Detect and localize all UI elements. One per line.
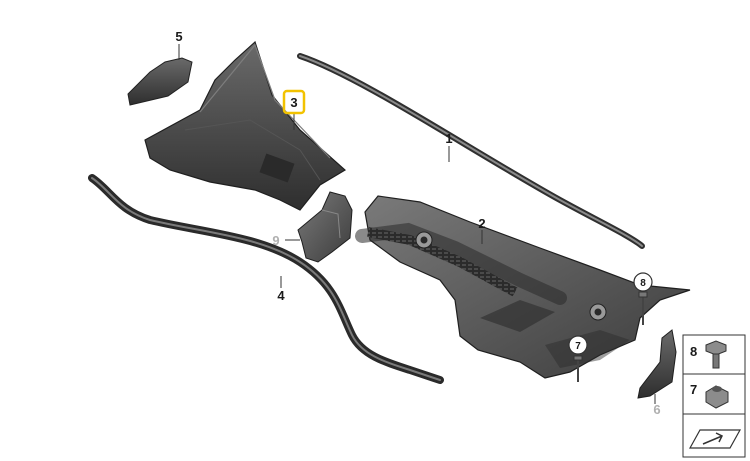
- callout-7-circled[interactable]: 7: [568, 335, 588, 355]
- callout-5[interactable]: 5: [175, 29, 182, 44]
- svg-text:4: 4: [277, 288, 285, 303]
- part-4-hose[interactable]: [88, 174, 444, 384]
- svg-text:3: 3: [290, 95, 297, 110]
- bolt-icon: [705, 340, 727, 369]
- nut-icon: [705, 385, 729, 409]
- svg-text:8: 8: [640, 278, 646, 289]
- legend-row-8[interactable]: 8: [690, 340, 727, 369]
- svg-text:1: 1: [445, 131, 452, 146]
- legend-row-arrow[interactable]: [688, 429, 742, 449]
- svg-text:6: 6: [653, 402, 660, 417]
- callout-9-greyed[interactable]: 9: [272, 233, 279, 248]
- callout-4[interactable]: 4: [277, 288, 285, 303]
- svg-text:5: 5: [175, 29, 182, 44]
- hardware-legend: 8 7: [682, 334, 746, 458]
- svg-text:7: 7: [690, 382, 697, 397]
- part-1-seal-strip[interactable]: [297, 53, 645, 249]
- callout-3-highlighted[interactable]: 3: [282, 89, 306, 115]
- callout-1[interactable]: 1: [445, 131, 452, 146]
- part-5-bracket[interactable]: [127, 57, 193, 106]
- callout-6-greyed[interactable]: 6: [653, 402, 660, 417]
- callout-2[interactable]: 2: [478, 216, 485, 231]
- leader-lines: [178, 44, 656, 404]
- svg-text:7: 7: [575, 341, 581, 352]
- svg-text:8: 8: [690, 344, 697, 359]
- arrow-plate-icon: [688, 429, 742, 449]
- part-3-cover-panel[interactable]: [144, 40, 347, 211]
- svg-text:9: 9: [272, 233, 279, 248]
- legend-row-7[interactable]: 7: [690, 382, 729, 409]
- part-6-end-bracket[interactable]: [637, 329, 677, 399]
- part-2-cowl-panel[interactable]: [355, 195, 691, 379]
- screw-7-diagram: [573, 355, 583, 382]
- svg-text:2: 2: [478, 216, 485, 231]
- part-9-angled-bracket[interactable]: [297, 191, 353, 263]
- callout-8-circled[interactable]: 8: [633, 272, 653, 292]
- screw-8-diagram: [638, 291, 648, 325]
